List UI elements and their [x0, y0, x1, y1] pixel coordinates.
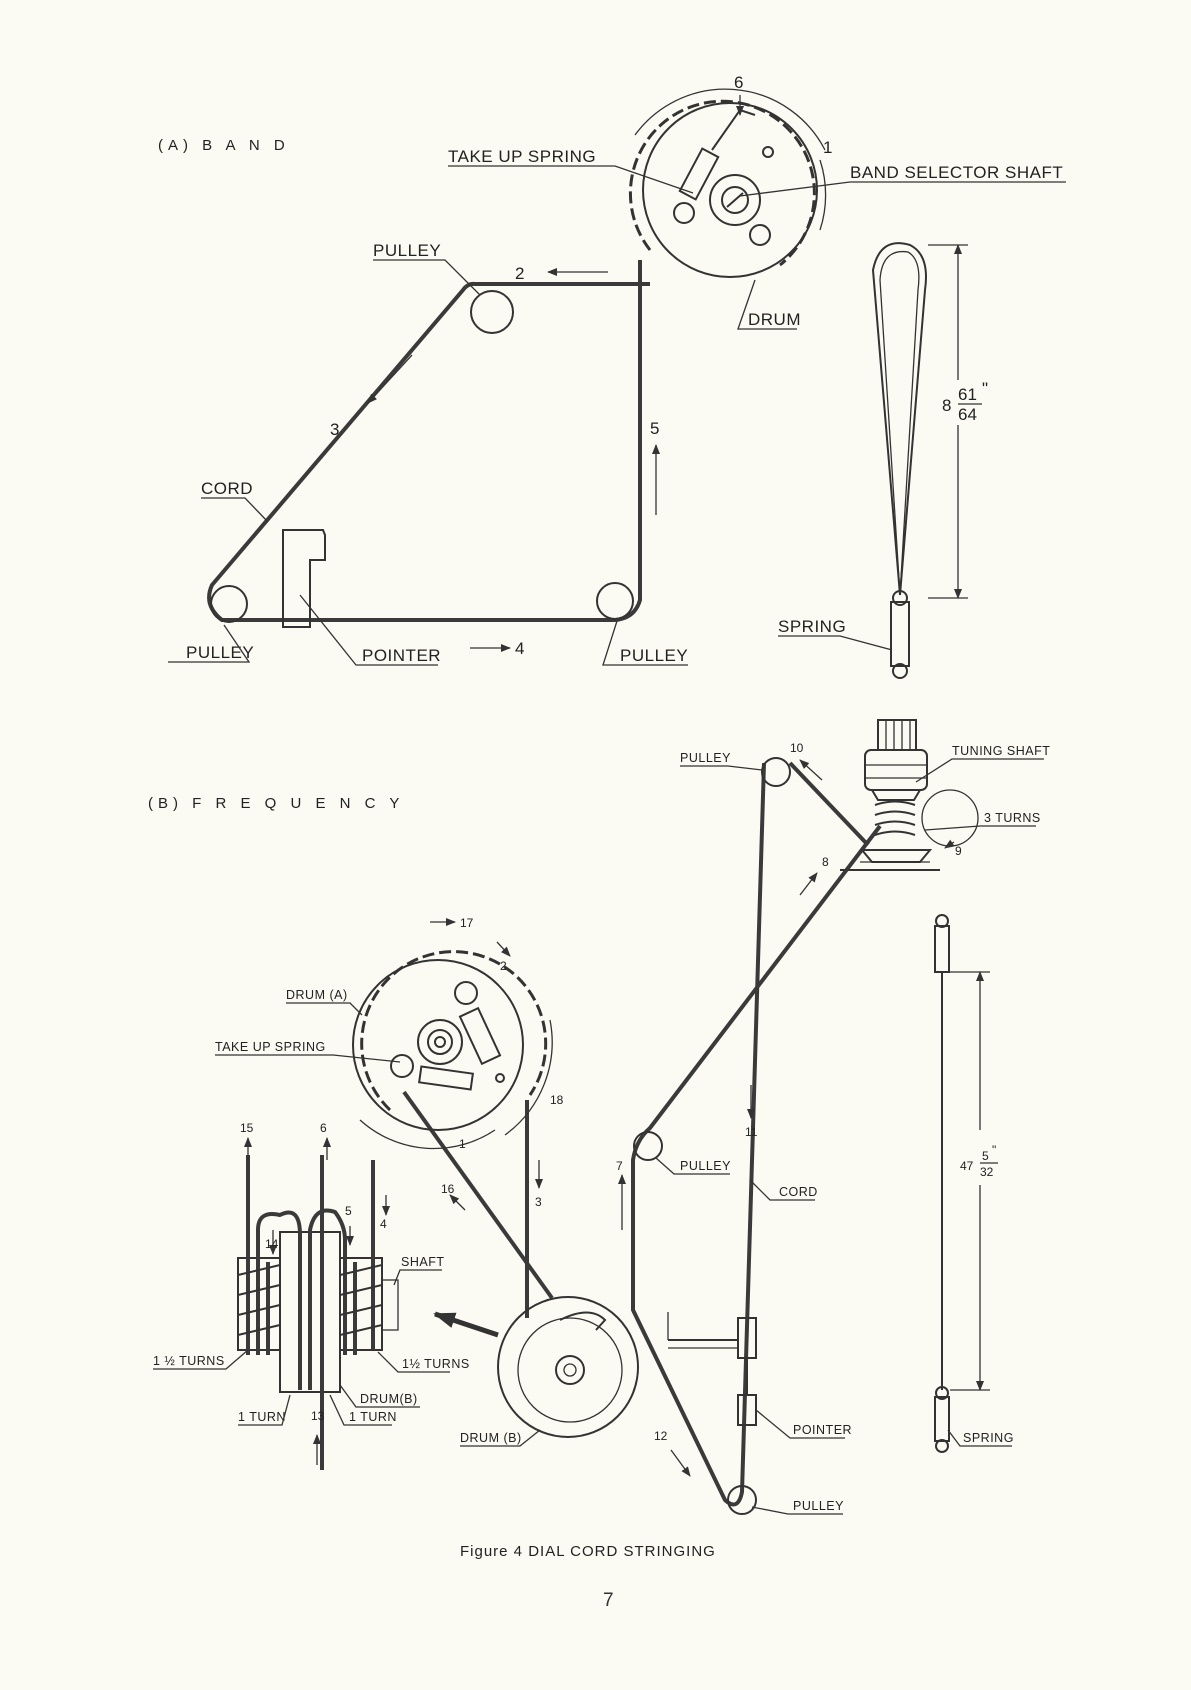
band-pulley-left: [210, 585, 248, 623]
diagram-text: 5: [982, 1149, 989, 1163]
diagram-text: 9: [955, 844, 962, 858]
band-spring: [871, 242, 927, 679]
frequency-label-pointer: POINTER: [793, 1423, 852, 1437]
frequency-pulley-bottom: [727, 1485, 757, 1515]
band-label-cord: CORD: [201, 479, 253, 498]
diagram-text: 4: [380, 1217, 387, 1231]
diagram-text: 16: [441, 1182, 455, 1196]
band-step-2: 2: [515, 264, 524, 283]
band-label-pulley-left: PULLEY: [186, 643, 254, 662]
diagram-text: 61: [958, 385, 977, 404]
band-cord: [207, 260, 650, 622]
frequency-label-one-half-turns-right: 1½ TURNS: [402, 1357, 470, 1371]
diagram-text: 8: [942, 396, 951, 415]
frequency-label-one-half-turns-left: 1 ½ TURNS: [153, 1354, 225, 1368]
diagram-text: 18: [550, 1093, 564, 1107]
band-step-5: 5: [650, 419, 659, 438]
diagram-text: 17: [460, 916, 474, 930]
frequency-take-up-spring: [418, 1006, 502, 1091]
diagram-text: ": [992, 1143, 996, 1157]
page-number: 7: [603, 1590, 614, 1611]
diagram-text: 12: [654, 1429, 668, 1443]
frequency-drum-a: [352, 950, 553, 1150]
band-label-pulley-top: PULLEY: [373, 241, 441, 260]
diagram-text: 15: [240, 1121, 254, 1135]
direction-arrow: [433, 1311, 499, 1338]
frequency-spring-dimension: 47 5 32 ": [950, 971, 998, 1391]
diagram-text: 11: [745, 1125, 758, 1139]
diagram-text: 32: [980, 1165, 994, 1179]
frequency-label-three-turns: 3 TURNS: [984, 811, 1041, 825]
diagram-text: 3: [535, 1195, 542, 1209]
frequency-label-one-turn-right: 1 TURN: [349, 1410, 397, 1424]
diagram-text: 5: [345, 1204, 352, 1218]
frequency-label-cord: CORD: [779, 1185, 818, 1199]
frequency-label-pulley-mid: PULLEY: [680, 1159, 731, 1173]
frequency-label-tuning-shaft: TUNING SHAFT: [952, 744, 1050, 758]
band-label-pulley-right: PULLEY: [620, 646, 688, 665]
band-step-1: 1: [823, 138, 832, 157]
band-label-pointer: POINTER: [362, 646, 441, 665]
frequency-label-pulley-top: PULLEY: [680, 751, 731, 765]
band-section-title: (A) B A N D: [158, 137, 290, 154]
band-label-drum: DRUM: [748, 310, 801, 329]
band-step-6: 6: [734, 73, 743, 92]
band-step-3: 3: [330, 420, 339, 439]
figure-caption: Figure 4 DIAL CORD STRINGING: [460, 1543, 716, 1560]
frequency-pulley-mid: [633, 1131, 663, 1161]
band-pointer: [282, 529, 326, 628]
band-label-spring: SPRING: [778, 617, 846, 636]
frequency-pulley-top: [761, 757, 791, 787]
diagram-text: 64: [958, 405, 977, 424]
diagram-text: 1: [459, 1137, 466, 1151]
frequency-label-take-up-spring: TAKE UP SPRING: [215, 1040, 326, 1054]
frequency-label-drum-b-detail: DRUM(B): [360, 1392, 418, 1406]
band-take-up-spring: [678, 108, 756, 201]
band-label-band-selector-shaft: BAND SELECTOR SHAFT: [850, 163, 1063, 182]
three-turns-indicator: [921, 789, 979, 847]
diagram-text: 47: [960, 1159, 974, 1173]
band-step-4: 4: [515, 639, 524, 658]
frequency-label-spring: SPRING: [963, 1431, 1014, 1445]
tuning-shaft: [840, 719, 940, 871]
band-pulley-top: [470, 290, 514, 334]
diagram-text: 7: [616, 1159, 623, 1173]
diagram-text: 8: [822, 855, 829, 869]
diagram-text: 13: [311, 1409, 325, 1423]
frequency-spring: [934, 914, 950, 1453]
frequency-cord: [631, 762, 882, 1507]
diagram-text: 14: [265, 1237, 279, 1251]
frequency-section-title: (B) F R E Q U E N C Y: [148, 795, 404, 812]
drum-b-winding-detail: [237, 1155, 399, 1470]
frequency-label-pulley-bottom: PULLEY: [793, 1499, 844, 1513]
diagram-text: 10: [790, 741, 804, 755]
frequency-drum-b: [497, 1296, 639, 1438]
frequency-label-drum-b: DRUM (B): [460, 1431, 522, 1445]
diagram-text: 2: [500, 959, 507, 973]
band-spring-dimension: 8 61 64 ": [928, 244, 988, 599]
band-label-take-up-spring: TAKE UP SPRING: [448, 147, 596, 166]
band-drum: [628, 88, 827, 278]
diagram-text: 6: [320, 1121, 327, 1135]
band-pulley-right: [596, 582, 634, 620]
diagram-text: ": [982, 379, 988, 398]
frequency-label-one-turn-left: 1 TURN: [238, 1410, 286, 1424]
frequency-label-shaft: SHAFT: [401, 1255, 444, 1269]
frequency-label-drum-a: DRUM (A): [286, 988, 348, 1002]
